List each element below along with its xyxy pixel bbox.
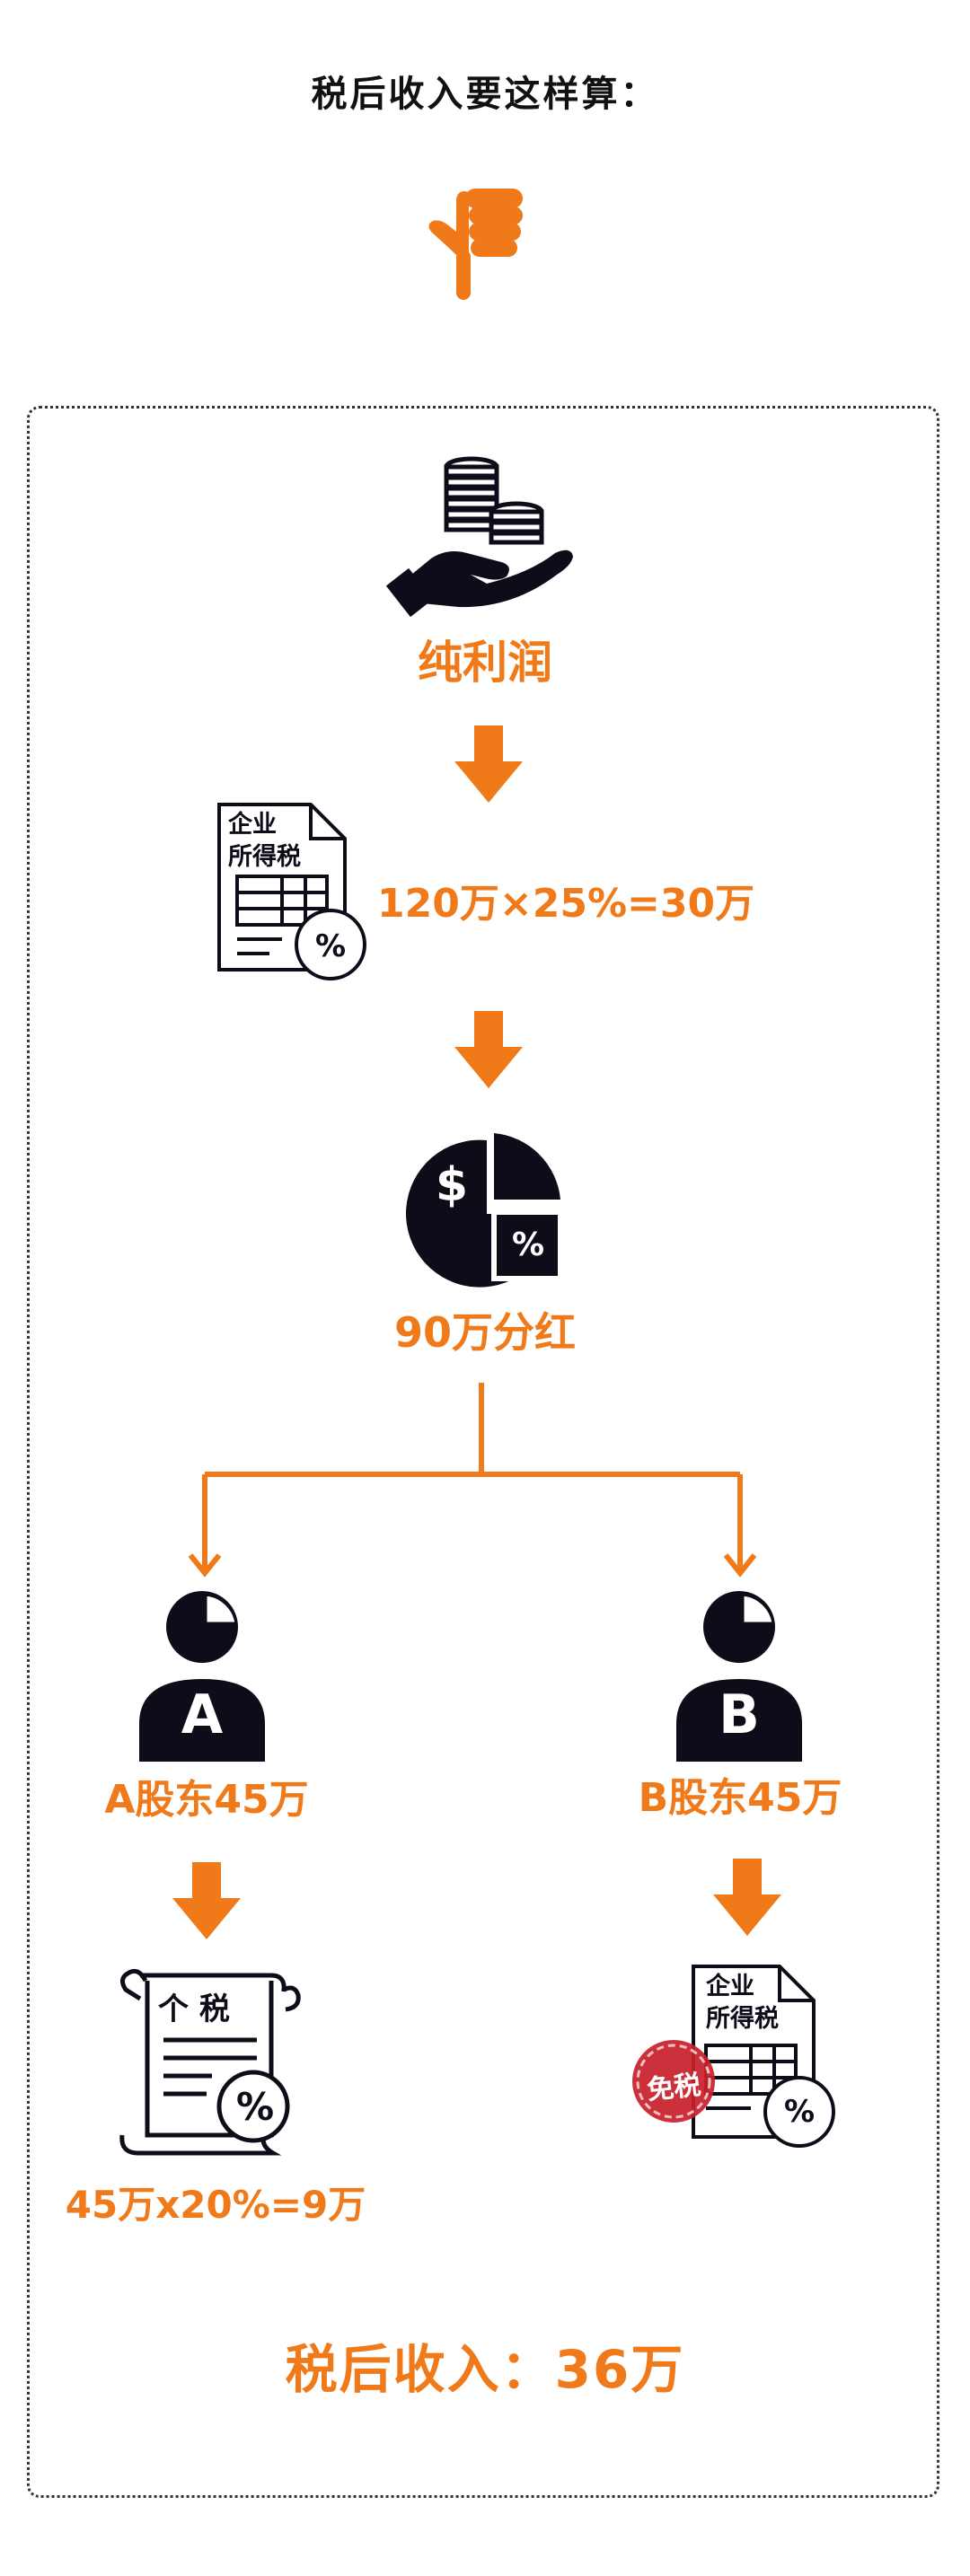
net-profit-label: 纯利润	[418, 637, 552, 689]
down-arrow-icon	[172, 1862, 241, 1939]
shareholder-b-label: B股东45万	[638, 1775, 842, 1821]
calculation-panel	[27, 406, 939, 2498]
dividend-pie-icon	[406, 1133, 563, 1288]
down-arrow-icon	[713, 1859, 781, 1936]
percent-symbol: %	[314, 928, 347, 964]
percent-symbol: %	[783, 2094, 816, 2130]
form-title-line2: 所得税	[228, 843, 301, 871]
pointing-hand-icon	[428, 189, 523, 300]
shareholder-b-avatar-icon	[676, 1591, 802, 1762]
tax-exempt-form-icon	[632, 1965, 835, 2148]
shareholder-a-avatar-icon	[139, 1591, 265, 1762]
shareholder-a-letter: A	[181, 1684, 224, 1746]
dollar-symbol: $	[435, 1158, 469, 1212]
personal-tax-form-title: 个 税	[158, 1991, 230, 2027]
corporate-tax-formula: 120万×25%=30万	[377, 881, 755, 927]
corporate-tax-form-icon	[217, 803, 366, 980]
shareholder-a-label: A股东45万	[104, 1777, 309, 1823]
personal-tax-scroll-icon	[119, 1968, 301, 2156]
page-title: 税后收入要这样算：	[311, 74, 659, 115]
exempt-form-title-line2: 所得税	[706, 2005, 779, 2033]
after-tax-income-result: 税后收入：36万	[285, 2339, 685, 2400]
percent-symbol: %	[235, 2085, 275, 2129]
exempt-form-title-line1: 企业	[706, 1973, 754, 2000]
percent-symbol: %	[511, 1226, 545, 1263]
personal-tax-formula: 45万x20%=9万	[65, 2183, 366, 2227]
money-hand-icon	[385, 456, 573, 618]
down-arrow-icon	[454, 1011, 523, 1088]
branch-connector	[188, 1383, 757, 1578]
shareholder-b-letter: B	[719, 1684, 760, 1746]
down-arrow-icon	[454, 725, 523, 803]
dividend-label: 90万分红	[393, 1308, 576, 1357]
form-title-line1: 企业	[228, 811, 277, 839]
